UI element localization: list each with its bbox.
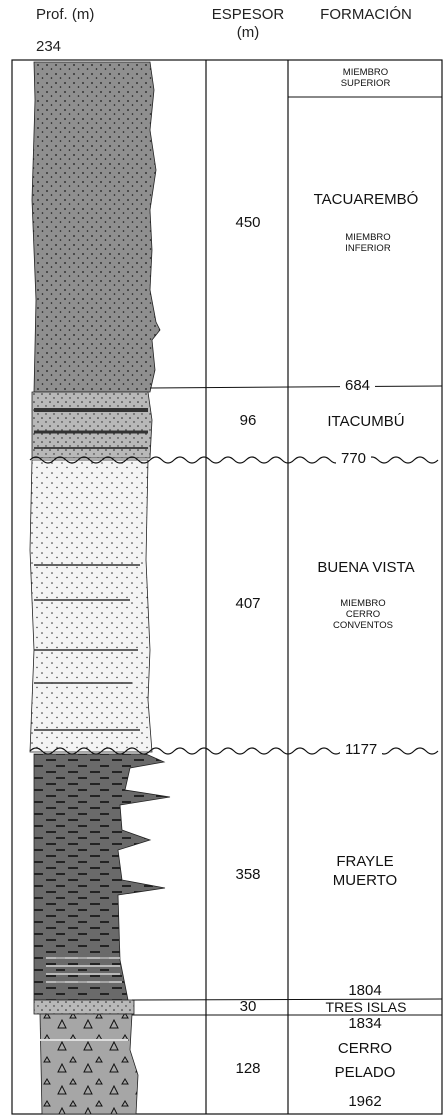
buena-vista-lithology [29, 459, 153, 753]
depth-1962: 1962 [348, 1093, 382, 1110]
frayle-muerto-name: FRAYLE MUERTO [332, 853, 398, 889]
frayle-muerto-lithology [33, 753, 171, 1001]
tacuarembo-member: MIEMBRO INFERIOR [345, 232, 391, 254]
cerro-pelado-name: CERRO PELADO [334, 1040, 396, 1081]
depth-684: 684 [340, 377, 376, 395]
itacumbu-name: ITACUMBÚ [327, 413, 405, 430]
buena-vista-beds [34, 564, 140, 731]
depth-header: Prof. (m) [36, 6, 95, 23]
buena-vista-member: MIEMBRO CERRO CONVENTOS [332, 598, 393, 631]
tacuarembo-thickness: 450 [235, 214, 261, 231]
tacuarembo-lithology [31, 61, 161, 393]
top-depth-label: 234 [36, 38, 62, 55]
tres-islas-name: TRES ISLAS [325, 999, 407, 1015]
buena-vista-thickness: 407 [235, 595, 261, 612]
tres-islas-thickness: 30 [239, 998, 257, 1015]
depth-1804: 1804 [348, 982, 382, 999]
boundary-1804 [131, 998, 443, 1001]
depth-1177: 1177 [340, 741, 383, 759]
frayle-muerto-thickness: 358 [235, 866, 261, 883]
depth-1834: 1834 [348, 1015, 382, 1032]
itacumbu-thickness: 96 [239, 412, 257, 429]
formation-header: FORMACIÓN [320, 6, 412, 23]
thickness-header: ESPESOR (m) [211, 6, 285, 41]
buena-vista-name: BUENA VISTA [317, 559, 415, 576]
depth-770: 770 [336, 450, 372, 468]
frayle-muerto-light-laminae [46, 957, 122, 983]
tres-islas-lithology [33, 999, 135, 1015]
cerro-pelado-thickness: 128 [235, 1060, 261, 1077]
outer-frame [11, 59, 443, 1115]
tacuarembo-member-top: MIEMBRO SUPERIOR [340, 67, 391, 89]
boundary-684 [149, 385, 443, 389]
tacuarembo-name: TACUAREMBÓ [313, 191, 419, 208]
cerro-pelado-lithology [39, 1013, 139, 1115]
